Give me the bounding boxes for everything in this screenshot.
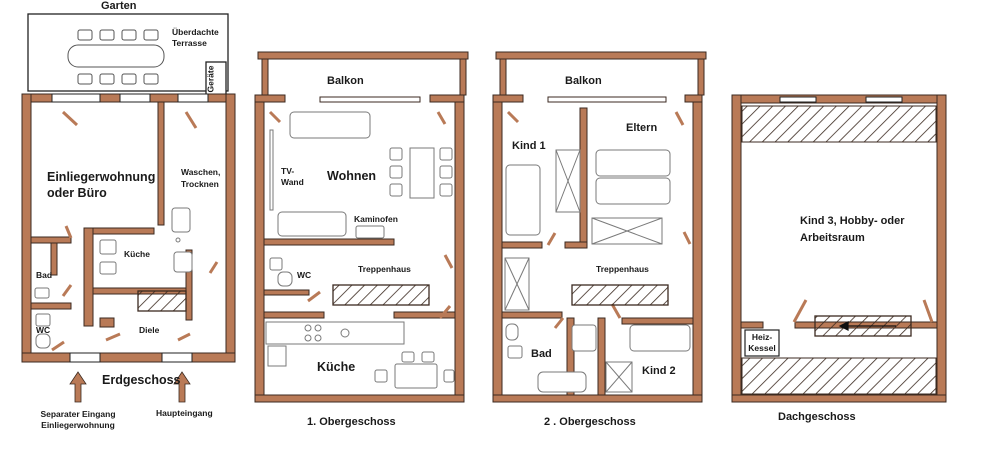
first-window-rail <box>319 96 421 103</box>
label-living: Wohnen <box>327 169 377 183</box>
label-attic-floor-name: Dachgeschoss <box>778 411 856 423</box>
label-child1: Kind 1 <box>512 140 546 152</box>
label-first-floor-name: 1. Obergeschoss <box>307 416 396 428</box>
entrance-arrows <box>69 371 191 403</box>
label-ground-wc: WC <box>36 325 51 335</box>
second-window-rail <box>547 96 667 103</box>
ground-fixtures <box>34 207 193 349</box>
label-separate-entrance-2: Einliegerwohnung <box>41 420 115 430</box>
label-laundry-2: Trocknen <box>181 179 219 189</box>
label-ground-kitchen: Küche <box>124 249 150 259</box>
label-ground-floor-name: Erdgeschoss <box>102 373 181 387</box>
label-first-stairs: Treppenhaus <box>358 264 411 274</box>
label-attic-room-1: Kind 3, Hobby- oder <box>800 215 905 227</box>
attic-slope-bottom <box>741 357 937 395</box>
label-attic-room-2: Arbeitsraum <box>800 232 865 244</box>
ground-windows <box>51 93 209 363</box>
label-first-wc: WC <box>297 270 312 280</box>
attic-windows <box>779 96 903 103</box>
label-second-stairs: Treppenhaus <box>596 264 649 274</box>
label-laundry-1: Waschen, <box>181 167 221 177</box>
label-main-entrance: Haupteingang <box>156 408 213 418</box>
label-second-bath: Bad <box>531 348 552 360</box>
label-boiler-2: Kessel <box>748 343 776 353</box>
second-stairs <box>571 284 669 306</box>
first-balcony-frame <box>257 51 469 96</box>
attic-doors <box>792 299 934 323</box>
attic-slope-top <box>741 105 937 143</box>
label-shed: Geräte <box>205 65 216 93</box>
label-parents: Eltern <box>626 122 658 134</box>
label-granny-flat-2: oder Büro <box>47 186 107 200</box>
garden-table <box>67 29 165 85</box>
label-first-balcony: Balkon <box>327 75 364 87</box>
first-doors <box>268 110 454 319</box>
first-floor <box>254 51 469 403</box>
label-tv-wall-2: Wand <box>281 177 304 187</box>
ground-stairs <box>137 290 187 312</box>
second-doors <box>506 110 692 329</box>
attic-floor <box>731 94 947 403</box>
label-tv-wall-1: TV- <box>281 166 295 176</box>
ground-doors <box>51 110 219 352</box>
first-walls <box>254 94 465 403</box>
label-second-balcony: Balkon <box>565 75 602 87</box>
label-separate-entrance-1: Separater Eingang <box>40 409 116 419</box>
second-furniture <box>504 149 691 393</box>
label-first-kitchen: Küche <box>317 360 356 374</box>
attic-stair-arrow <box>838 321 896 331</box>
boiler-box <box>744 329 780 357</box>
label-second-floor-name: 2 . Obergeschoss <box>544 416 636 428</box>
ground-floor <box>21 13 236 403</box>
label-covered-terrace-2: Terrasse <box>172 38 207 48</box>
label-garden: Garten <box>101 0 137 12</box>
ground-walls <box>21 93 236 363</box>
label-covered-terrace-1: Überdachte <box>172 27 219 37</box>
label-boiler-1: Heiz- <box>751 332 773 342</box>
second-balcony-frame <box>495 51 707 96</box>
first-furniture <box>265 111 455 389</box>
label-stove: Kaminofen <box>354 214 398 224</box>
second-floor <box>492 51 707 403</box>
first-stairs <box>332 284 430 306</box>
label-hall: Diele <box>139 325 160 335</box>
second-walls <box>492 94 703 403</box>
label-granny-flat-1: Einliegerwohnung <box>47 170 156 184</box>
label-ground-bath: Bad <box>36 270 53 280</box>
label-child2: Kind 2 <box>642 365 676 377</box>
